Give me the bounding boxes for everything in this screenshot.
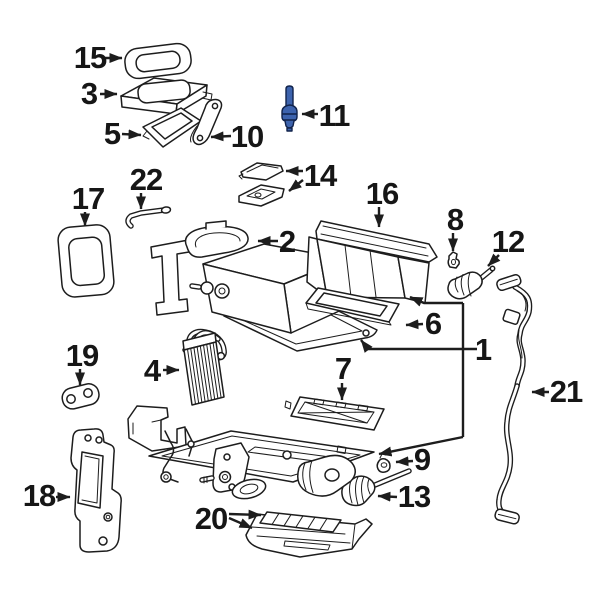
callout-22-label: 22 — [130, 162, 162, 197]
part-18-gasket-drawing — [70, 428, 122, 553]
callout-3-label: 3 — [81, 76, 98, 111]
part-6-seal-plate-drawing — [305, 287, 400, 326]
callout-9-label: 9 — [414, 442, 431, 477]
part-13-actuator-drawing — [341, 468, 412, 507]
callout-13-label: 13 — [398, 479, 431, 514]
callout-15-label: 15 — [74, 40, 107, 75]
callout-11-label: 11 — [319, 98, 351, 133]
part-21-harness-drawing — [494, 274, 533, 525]
part-19-grommet-drawing — [61, 383, 100, 410]
lower-case-assembly-drawing — [127, 405, 375, 500]
part-16-upper-case-drawing — [306, 220, 438, 304]
callout-19-label: 19 — [66, 338, 99, 373]
part-10-bracket-drawing — [190, 98, 223, 146]
part-4-heater-core-drawing — [182, 328, 227, 406]
part-22-tube-drawing — [125, 206, 172, 229]
part-8-clip-drawing — [447, 251, 460, 269]
callout-labels: 1 2 3 4 5 6 7 8 9 10 11 12 13 14 15 16 1… — [23, 40, 584, 536]
callout-8-label: 8 — [447, 202, 464, 237]
part-17-seal-drawing — [57, 224, 115, 298]
callout-4-label: 4 — [144, 353, 162, 388]
callout-20-label: 20 — [195, 501, 227, 536]
part-12-vacuum-motor-drawing — [447, 265, 496, 300]
part-11-bolt-drawing — [281, 85, 298, 132]
part-9-grommet-drawing — [376, 453, 391, 473]
callout-14-label: 14 — [304, 158, 338, 193]
callout-21-label: 21 — [550, 374, 583, 409]
callout-17-label: 17 — [72, 181, 104, 216]
part-5-panel-drawing — [142, 107, 202, 148]
callout-6-label: 6 — [425, 306, 442, 341]
callout-5-label: 5 — [104, 116, 121, 151]
callout-16-label: 16 — [366, 176, 399, 211]
callout-12-label: 12 — [492, 224, 524, 259]
part-14-clips-drawing — [238, 162, 285, 207]
callout-1-label: 1 — [475, 332, 492, 367]
callout-arrows — [56, 53, 549, 530]
part-7-filter-panel-drawing — [284, 396, 385, 431]
part-3-cover-drawing — [120, 77, 213, 115]
callout-18-label: 18 — [23, 478, 56, 513]
callout-2-label: 2 — [279, 224, 295, 259]
part-15-seal-drawing — [124, 42, 192, 80]
callout-7-label: 7 — [335, 351, 351, 386]
part-20-floor-ducts-drawing — [245, 511, 373, 558]
callout-10-label: 10 — [231, 119, 263, 154]
